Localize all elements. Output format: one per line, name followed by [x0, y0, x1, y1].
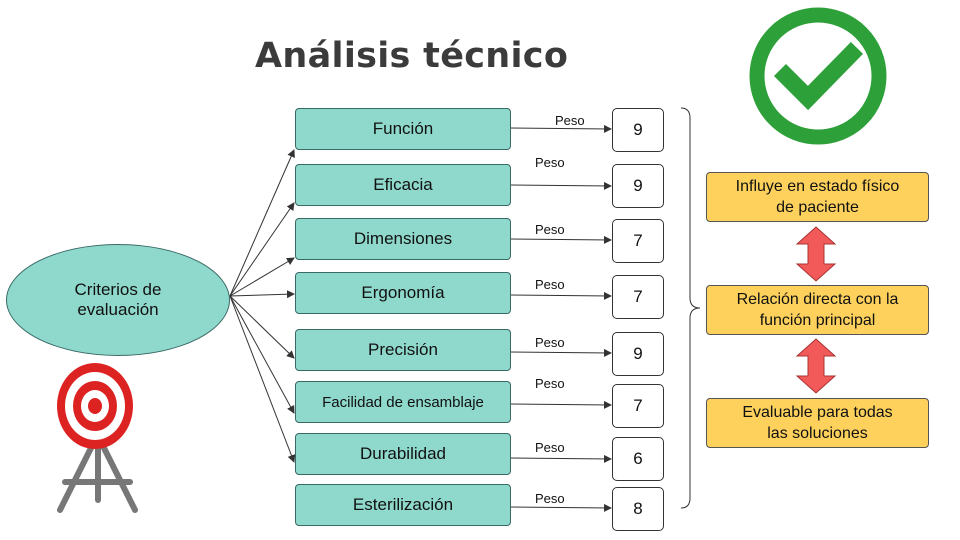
- root-line-1: Criterios de: [74, 280, 162, 299]
- link-funcion: [229, 149, 295, 297]
- page-title: Análisis técnico: [255, 36, 569, 76]
- weight-value: 8: [612, 487, 664, 531]
- criteria-root-node: Criterios de evaluación: [6, 244, 230, 356]
- link-durabilidad: [229, 295, 296, 463]
- arrow-weight-6: [509, 400, 612, 409]
- peso-label: Peso: [535, 222, 565, 237]
- arrow-weight-5: [509, 348, 612, 357]
- criterion-precision: Precisión: [295, 329, 511, 371]
- link-eficacia: [229, 202, 295, 297]
- arrow-weight-8: [509, 503, 612, 512]
- right-brace: [680, 107, 701, 509]
- peso-label: Peso: [535, 491, 565, 506]
- criterion-esterilizacion: Esterilización: [295, 484, 511, 526]
- peso-label: Peso: [535, 440, 565, 455]
- weight-value: 7: [612, 219, 664, 263]
- criterion-dimensiones: Dimensiones: [295, 218, 511, 260]
- double-arrow-icon: [795, 226, 837, 282]
- link-dimensiones: [229, 257, 295, 297]
- root-line-2: evaluación: [77, 300, 159, 319]
- note-influye: Influye en estado físico de paciente: [706, 172, 929, 222]
- note-relacion: Relación directa con la función principa…: [706, 285, 929, 335]
- criterion-funcion: Función: [295, 108, 511, 150]
- criterion-durabilidad: Durabilidad: [295, 433, 511, 475]
- double-arrow-icon: [795, 338, 837, 394]
- note-line: de paciente: [776, 199, 859, 216]
- weight-value: 6: [612, 437, 664, 481]
- peso-label: Peso: [535, 155, 565, 170]
- arrow-weight-3: [509, 235, 612, 244]
- link-facilidad: [229, 295, 295, 414]
- weight-value: 9: [612, 164, 664, 208]
- peso-label: Peso: [535, 335, 565, 350]
- link-precision: [229, 295, 295, 359]
- target-icon: [57, 363, 138, 513]
- arrow-weight-2: [509, 181, 612, 190]
- peso-label: Peso: [535, 277, 565, 292]
- criterion-eficacia: Eficacia: [295, 164, 511, 206]
- arrow-weight-4: [509, 291, 612, 300]
- arrow-weight-7: [509, 454, 612, 463]
- criterion-facilidad-ensamblaje: Facilidad de ensamblaje: [295, 381, 511, 423]
- note-line: Evaluable para todas: [742, 404, 893, 421]
- peso-label: Peso: [555, 113, 585, 128]
- criterion-ergonomia: Ergonomía: [295, 272, 511, 314]
- peso-label: Peso: [535, 376, 565, 391]
- note-line: las soluciones: [767, 425, 868, 442]
- check-icon: [749, 7, 887, 145]
- arrow-weight-1: [509, 124, 612, 133]
- weight-value: 9: [612, 108, 664, 152]
- weight-value: 7: [612, 384, 664, 428]
- note-line: Relación directa con la: [736, 291, 899, 308]
- note-evaluable: Evaluable para todas las soluciones: [706, 398, 929, 448]
- weight-value: 7: [612, 275, 664, 319]
- note-line: función principal: [759, 312, 876, 329]
- note-line: Influye en estado físico: [735, 178, 900, 195]
- weight-value: 9: [612, 332, 664, 376]
- link-ergonomia: [229, 290, 295, 299]
